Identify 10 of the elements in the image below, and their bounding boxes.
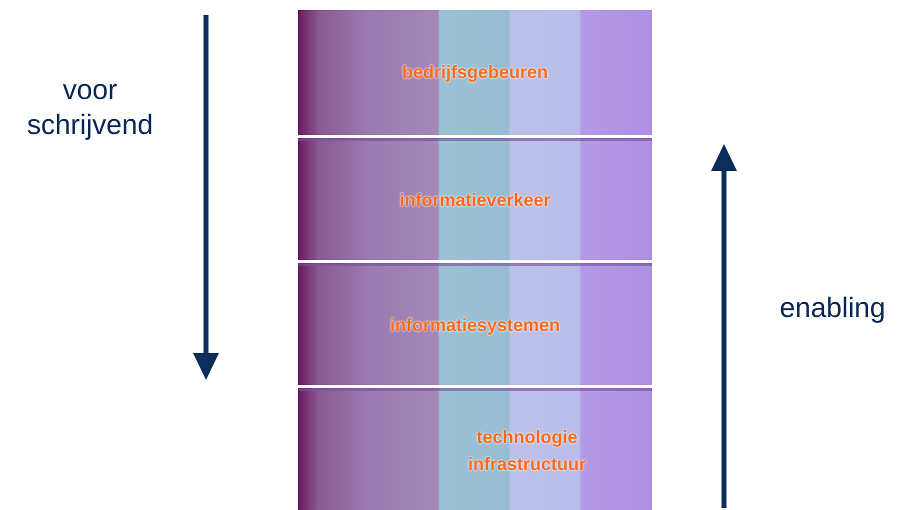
- layer-label: informatiesystemen: [390, 314, 560, 338]
- layer-label: bedrijfsgebeuren: [402, 61, 548, 84]
- layer-box: [298, 10, 652, 135]
- side-label: voor schrijvend: [26, 73, 154, 142]
- layer-label: informatieverkeer: [399, 189, 551, 212]
- layer-label: technologie infrastructuur: [466, 426, 587, 476]
- side-label: enabling: [778, 291, 886, 325]
- layer-box: [298, 388, 652, 510]
- layer-box: [298, 263, 652, 385]
- layer-box: [298, 138, 652, 260]
